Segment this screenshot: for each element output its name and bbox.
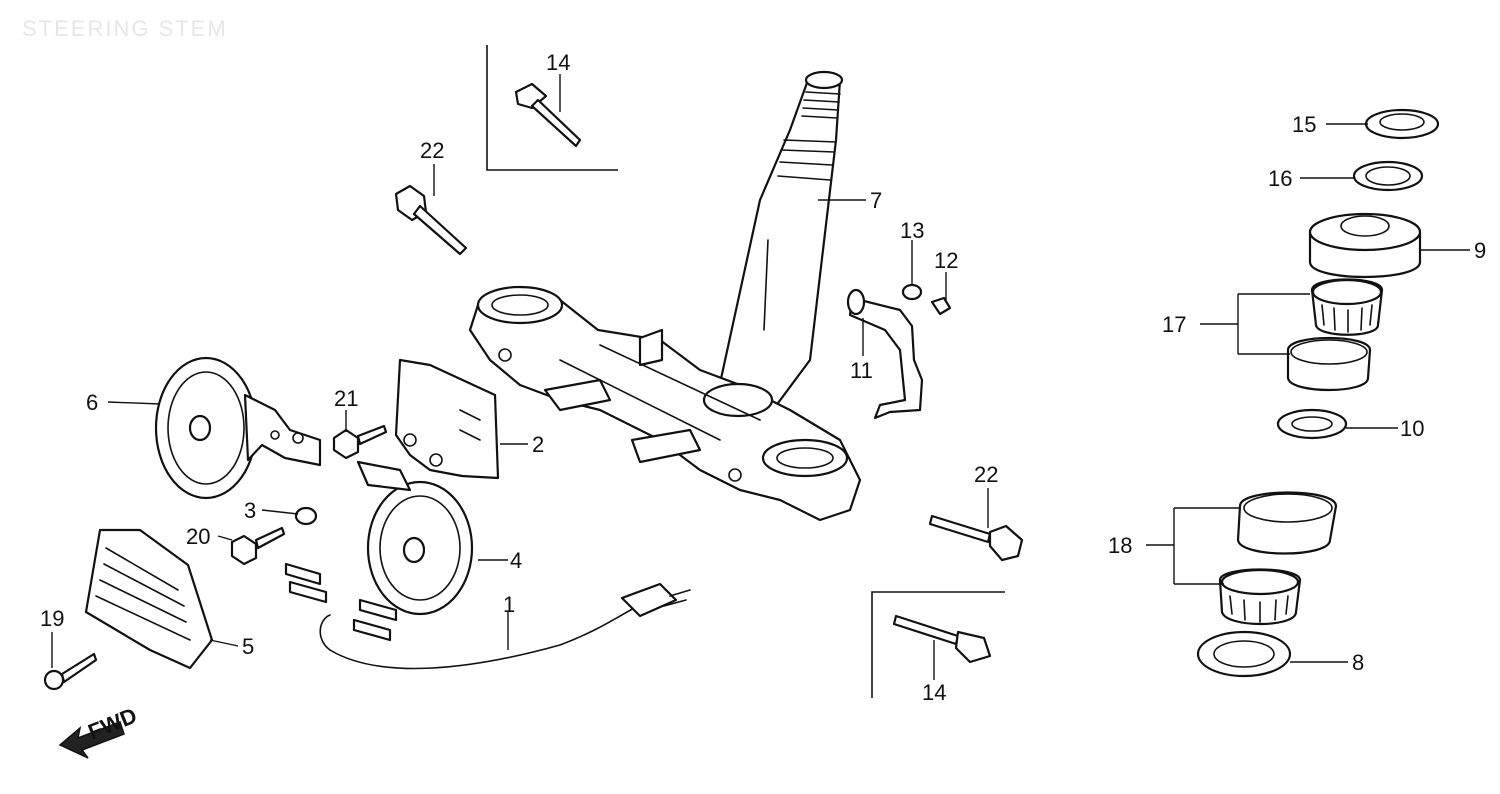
callout-3: 3 [244, 498, 256, 523]
regulator-5 [84, 528, 214, 670]
bolt-22-right [928, 514, 1024, 562]
bolt-19 [43, 652, 98, 691]
callout-22-right: 22 [974, 462, 998, 487]
dust-seal-8 [1196, 630, 1292, 678]
callout-14-bottom: 14 [922, 680, 946, 705]
callout-10: 10 [1400, 416, 1424, 441]
adjusting-nut-9 [1308, 212, 1422, 279]
diagram-title: STEERING STEM [22, 16, 228, 41]
lock-nut-15 [1364, 108, 1440, 140]
bolt-20 [230, 526, 286, 566]
fwd-arrow-icon [58, 721, 125, 759]
bolt-21 [332, 424, 388, 460]
callout-4: 4 [510, 548, 522, 573]
callout-2: 2 [532, 432, 544, 457]
callout-9: 9 [1474, 238, 1486, 263]
callout-16: 16 [1268, 166, 1292, 191]
screw-12 [930, 296, 952, 316]
lock-washer-16 [1352, 160, 1424, 192]
bolt-14-bottom-frame [871, 591, 1005, 698]
bolt-14-bottom [892, 614, 992, 664]
bolt-14-top [514, 82, 582, 148]
dust-seal-10 [1276, 408, 1348, 440]
callout-12: 12 [934, 248, 958, 273]
bottom-bridge [468, 285, 862, 522]
callout-17: 17 [1162, 312, 1186, 337]
callout-15: 15 [1292, 112, 1316, 137]
callout-13: 13 [900, 218, 924, 243]
callout-22-top: 22 [420, 138, 444, 163]
callout-18: 18 [1108, 533, 1132, 558]
washer-3 [294, 506, 318, 526]
callout-19: 19 [40, 606, 64, 631]
wire-harness-1 [284, 562, 691, 670]
horn-4 [356, 460, 474, 616]
switch-assembly [846, 283, 952, 420]
bearing-18 [1218, 491, 1338, 626]
callout-8: 8 [1352, 650, 1364, 675]
bolt-22-top [394, 184, 468, 256]
bearing-17 [1286, 278, 1384, 392]
callout-6: 6 [86, 390, 98, 415]
callout-11: 11 [850, 358, 873, 383]
horn-bracket-2 [394, 358, 500, 480]
washer-13 [901, 283, 923, 301]
callout-7: 7 [870, 188, 882, 213]
bolt-14-top-frame [486, 45, 618, 171]
callout-1: 1 [503, 592, 515, 617]
callout-21: 21 [334, 386, 358, 411]
callout-5: 5 [242, 634, 254, 659]
callout-20: 20 [186, 524, 210, 549]
callout-14-top: 14 [546, 50, 570, 75]
steering-stem [710, 70, 844, 432]
horn-6 [154, 356, 322, 500]
